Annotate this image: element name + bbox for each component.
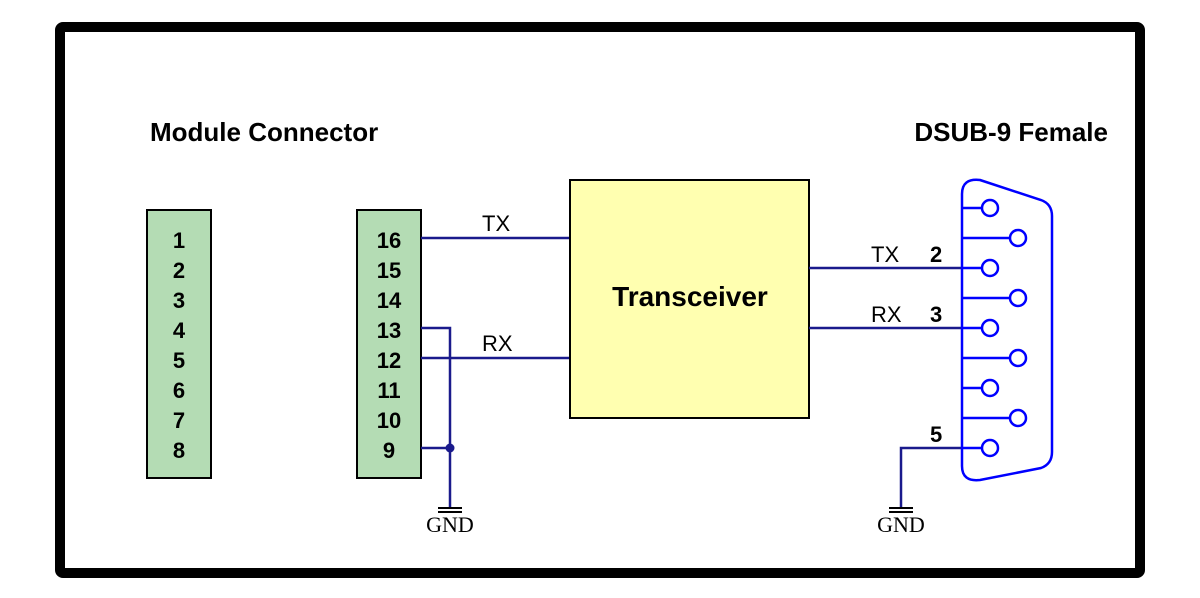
transceiver-box	[569, 179, 810, 419]
pin-label: 13	[377, 318, 401, 343]
dsub-socket	[980, 318, 1000, 338]
connector-left-block	[146, 209, 212, 479]
gnd-label-left: GND	[426, 512, 474, 537]
transceiver-label: Transceiver	[612, 281, 768, 312]
pin-label: 1	[173, 228, 185, 253]
dsub-shell	[960, 178, 1054, 482]
junction-dot	[445, 443, 455, 453]
pin-label: 5	[173, 348, 185, 373]
dsub-socket	[980, 198, 1000, 218]
ground-symbol-right: GND	[877, 507, 925, 537]
pin-label: 8	[173, 438, 185, 463]
left-pin-labels: 1 2 3 4 5 6 7 8	[173, 228, 186, 463]
dsub-socket	[980, 258, 1000, 278]
pin-label: 15	[377, 258, 401, 283]
dsub-title: DSUB-9 Female	[914, 117, 1108, 147]
connector-right-block	[356, 209, 422, 479]
pin-label: 11	[377, 378, 400, 403]
tx-label-module: TX	[482, 211, 510, 236]
pin-label: 7	[173, 408, 185, 433]
tx-label-dsub: TX	[871, 242, 899, 267]
pin-label: 14	[377, 288, 402, 313]
pin-label: 16	[377, 228, 401, 253]
rx-label-dsub: RX	[871, 302, 902, 327]
pin-label: 2	[173, 258, 185, 283]
gnd-label-right: GND	[877, 512, 925, 537]
dsub-pin-stubs	[962, 206, 1009, 450]
dsub-socket	[1008, 288, 1028, 308]
dsub-socket	[980, 438, 1000, 458]
ground-symbol-left: GND	[426, 507, 474, 537]
dsub-socket	[980, 378, 1000, 398]
pin-label: 9	[383, 438, 395, 463]
dsub9-connector	[960, 178, 1054, 482]
dsub-socket	[1008, 408, 1028, 428]
dsub-socket	[1008, 228, 1028, 248]
dsub-socket	[1008, 348, 1028, 368]
pin-label: 3	[173, 288, 185, 313]
pin-label: 6	[173, 378, 185, 403]
pin-label: 12	[377, 348, 401, 373]
dsub-pin-2-label: 2	[930, 242, 942, 267]
dsub-pin-3-label: 3	[930, 302, 942, 327]
dsub-ground-wire	[899, 446, 981, 508]
pin-label: 10	[377, 408, 401, 433]
rx-label-module: RX	[482, 331, 513, 356]
dsub-pin-sockets	[980, 198, 1028, 458]
dsub-pin-5-label: 5	[930, 422, 942, 447]
right-pin-labels: 16 15 14 13 12 11 10 9	[377, 228, 402, 463]
pin-label: 4	[173, 318, 186, 343]
module-connector-title: Module Connector	[150, 117, 378, 147]
